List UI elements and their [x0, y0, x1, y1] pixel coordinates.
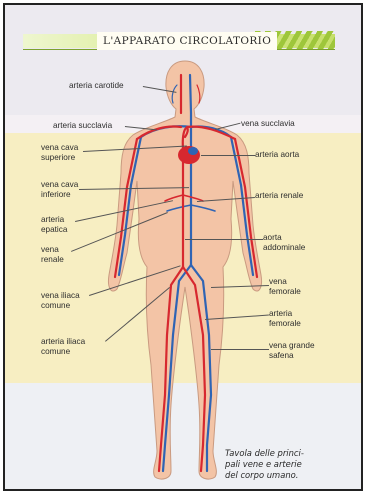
- label-arteria-epatica-2: epatica: [41, 225, 67, 235]
- label-arteria-epatica-1: arteria: [41, 215, 64, 225]
- label-arteria-iliaca-comune-2: comune: [41, 347, 70, 357]
- label-vena-cava-inferiore-1: vena cava: [41, 180, 78, 190]
- leader-aorta-addominale: [185, 239, 263, 240]
- caption-line-3: del corpo umano.: [225, 470, 353, 481]
- leader-vena-grande-safena: [211, 349, 269, 350]
- label-vena-grande-safena-2: safena: [269, 351, 294, 361]
- label-vena-cava-superiore-1: vena cava: [41, 143, 78, 153]
- label-vena-iliaca-comune-2: comune: [41, 301, 70, 311]
- label-aorta-addominale-2: addominale: [263, 243, 305, 253]
- label-vena-cava-inferiore-2: inferiore: [41, 190, 71, 200]
- figure-caption: Tavola delle princi- pali vene e arterie…: [225, 448, 353, 481]
- label-vena-succlavia: vena succlavia: [241, 119, 295, 129]
- label-arteria-succlavia: arteria succlavia: [53, 121, 112, 131]
- label-arteria-aorta: arteria aorta: [255, 150, 299, 160]
- label-vena-renale-1: vena: [41, 245, 59, 255]
- label-arteria-femorale-1: arteria: [269, 309, 292, 319]
- label-vena-iliaca-comune-1: vena iliaca: [41, 291, 80, 301]
- label-vena-femorale-2: femorale: [269, 287, 301, 297]
- label-vena-femorale-1: vena: [269, 277, 287, 287]
- label-vena-renale-2: renale: [41, 255, 64, 265]
- label-arteria-renale: arteria renale: [255, 191, 303, 201]
- caption-line-2: pali vene e arterie: [225, 459, 353, 470]
- label-arteria-femorale-2: femorale: [269, 319, 301, 329]
- label-aorta-addominale-1: aorta: [263, 233, 282, 243]
- label-vena-cava-superiore-2: superiore: [41, 153, 75, 163]
- illustration-frame: L'APPARATO CIRCOLATORIO: [3, 3, 363, 491]
- caption-line-1: Tavola delle princi-: [225, 448, 353, 459]
- label-arteria-iliaca-comune-1: arteria iliaca: [41, 337, 85, 347]
- heart-icon: [178, 146, 200, 164]
- leader-arteria-aorta: [201, 155, 255, 156]
- label-vena-grande-safena-1: vena grande: [269, 341, 315, 351]
- label-arteria-carotide: arteria carotide: [69, 81, 124, 91]
